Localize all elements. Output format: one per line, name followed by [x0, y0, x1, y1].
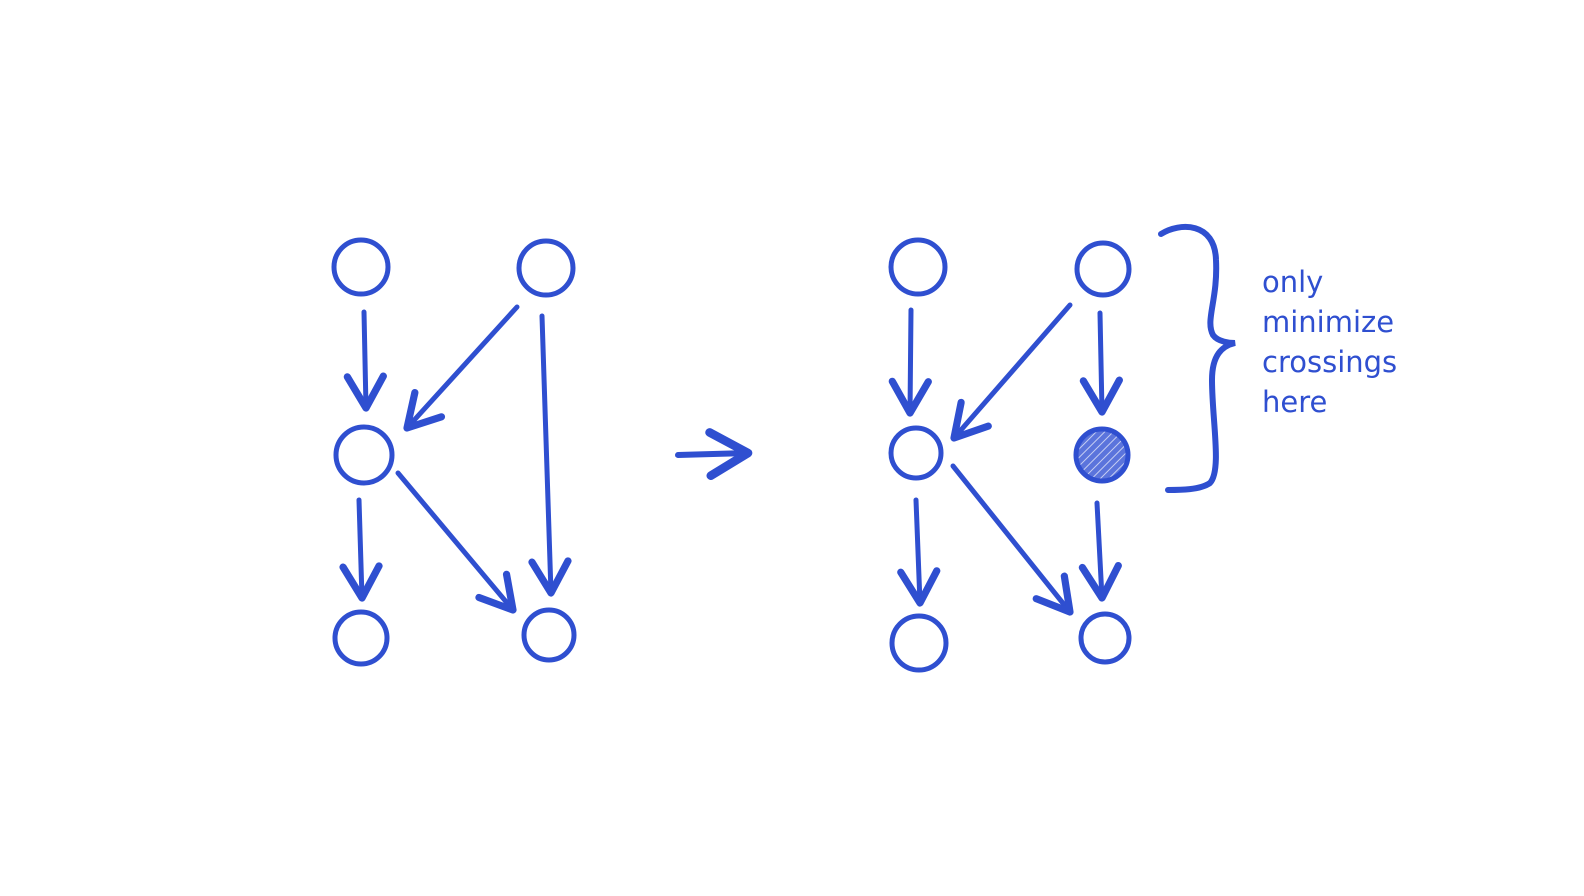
node	[1074, 240, 1132, 298]
annotation-text: only minimize crossings here	[1262, 262, 1397, 422]
node	[1078, 611, 1132, 665]
graph-after	[888, 237, 1132, 673]
node	[888, 237, 948, 297]
node	[521, 607, 577, 663]
edge-arrow	[343, 309, 387, 412]
edge-arrow	[528, 313, 572, 597]
edge-arrow	[1078, 500, 1122, 602]
node	[332, 609, 390, 667]
node	[333, 424, 395, 486]
node	[331, 237, 391, 297]
annotation-line: only	[1262, 265, 1324, 299]
annotation-line: minimize	[1262, 305, 1395, 339]
node	[888, 425, 944, 481]
edge-arrow	[403, 304, 520, 432]
node	[516, 238, 576, 298]
node	[889, 613, 949, 673]
edge-arrow	[888, 307, 932, 417]
graph-before	[331, 237, 577, 667]
annotation-line: crossings	[1262, 345, 1398, 379]
edge-arrow	[339, 497, 383, 602]
edge-arrow	[395, 470, 517, 614]
curly-brace	[1158, 224, 1236, 493]
dummy-node	[1073, 426, 1131, 484]
transform-arrow	[675, 428, 753, 480]
edge-arrow	[1079, 310, 1123, 416]
annotation-line: here	[1262, 385, 1328, 419]
edge-arrow	[950, 302, 1073, 442]
edge-arrow	[897, 497, 941, 607]
edge-arrow	[950, 463, 1074, 616]
